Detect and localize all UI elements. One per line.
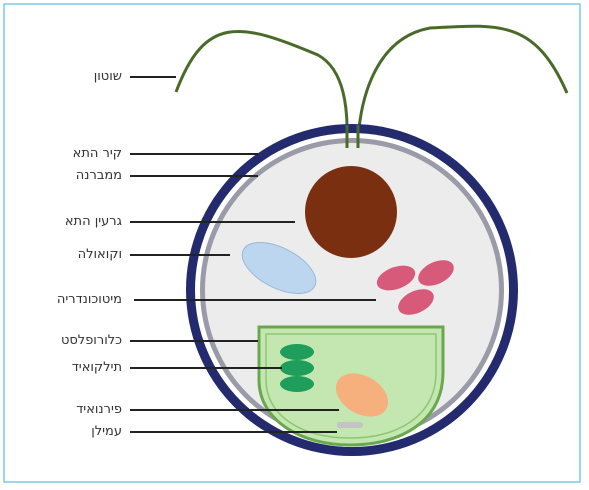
eyespot	[337, 422, 363, 428]
label-flagellum: שוטון	[94, 69, 122, 85]
label-cell-wall: קיר התא	[73, 146, 122, 162]
label-pyrenoid: פירנואיד	[76, 402, 122, 418]
label-thylakoid: תילקואיד	[72, 360, 122, 376]
label-membrane: ממברנה	[76, 168, 122, 184]
nucleus	[305, 166, 397, 258]
label-vacuole: וקואולה	[78, 247, 122, 263]
label-nucleus: גרעין התא	[65, 214, 122, 230]
thylakoid-1	[280, 344, 314, 360]
label-mitochondria: מיטוכונדריה	[57, 292, 122, 308]
thylakoid-3	[280, 376, 314, 392]
thylakoid-2	[280, 360, 314, 376]
label-chloroplast: כלורופלסט	[61, 333, 122, 349]
label-eyespot: עמילן	[91, 424, 122, 440]
